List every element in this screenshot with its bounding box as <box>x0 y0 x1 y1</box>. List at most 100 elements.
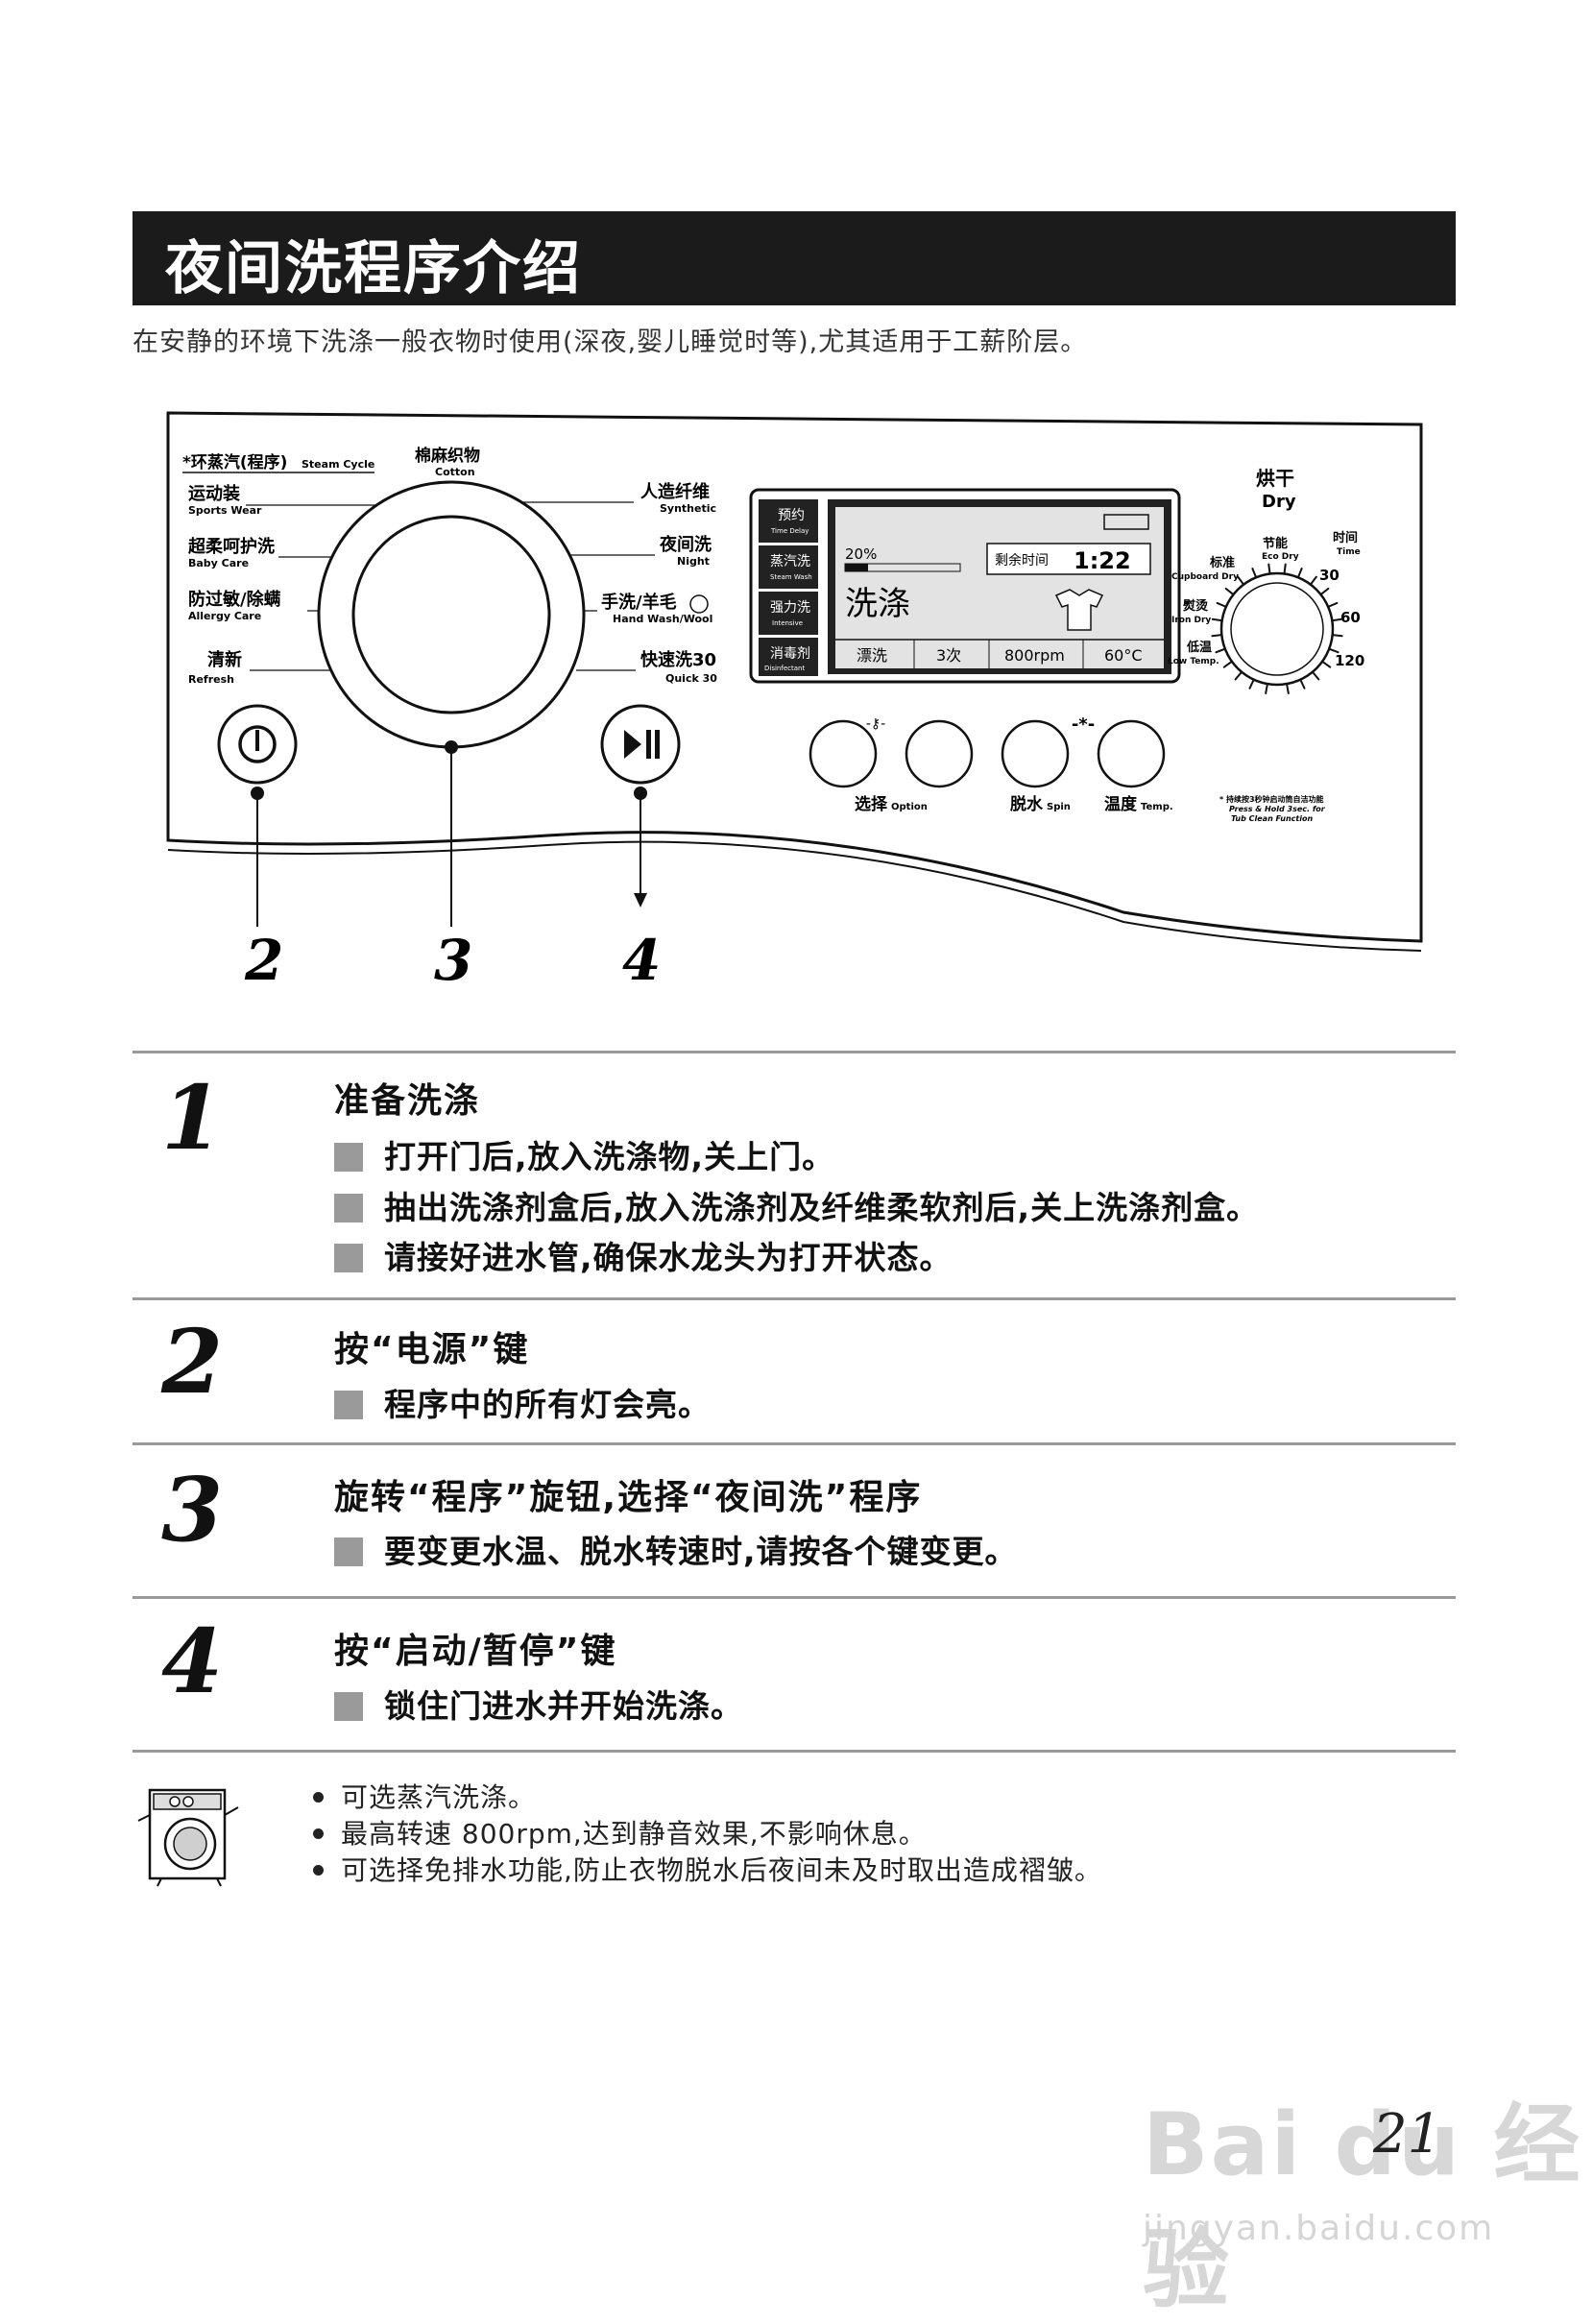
play-pause-icon <box>624 730 641 759</box>
title-bar <box>133 211 1456 305</box>
option-label-cn: 选择 <box>855 794 888 814</box>
dial-tick <box>1222 660 1233 668</box>
lcd-temperature: 60°C <box>1104 646 1143 665</box>
dial-tick <box>1321 660 1332 668</box>
lcd-status: 洗涤 <box>845 585 910 623</box>
step-1-title: 准备洗涤 <box>334 1081 481 1121</box>
note-1: 可选蒸汽洗涤。 <box>313 1777 536 1815</box>
divider <box>133 1297 1456 1300</box>
label-quick-en: Quick 30 <box>665 672 717 685</box>
program-dial-knob <box>351 515 551 714</box>
dry-eco-en: Eco Dry <box>1262 552 1299 562</box>
dial-tick <box>1251 568 1258 579</box>
lock-icon <box>1103 514 1149 530</box>
side-button-steam-wash: 蒸汽洗 <box>770 554 810 569</box>
label-sports-en: Sports Wear <box>188 504 262 517</box>
step-2-number: 2 <box>161 1310 224 1414</box>
dial-tick <box>1248 678 1255 690</box>
dry-iron-en: Iron Dry <box>1171 616 1211 625</box>
dry-dial <box>1219 571 1335 687</box>
divider <box>133 1442 1456 1445</box>
step-4-number: 4 <box>161 1610 224 1713</box>
dry-t120: 120 <box>1335 652 1364 669</box>
dry-cupboard-cn: 标准 <box>1209 555 1235 570</box>
temp-label-cn: 温度 <box>1104 794 1138 814</box>
dial-tick <box>1327 601 1339 608</box>
dry-t60: 60 <box>1340 609 1361 626</box>
side-button-disinfectant: 消毒剂 <box>770 646 810 662</box>
spin-button <box>1001 719 1070 788</box>
label-handwash-en: Hand Wash/Wool <box>613 613 712 625</box>
dial-tick <box>1328 647 1340 654</box>
option-label-en: Option <box>891 802 928 812</box>
step-2-title: 按“电源”键 <box>334 1330 530 1369</box>
lcd-progress-text: 20% <box>845 545 877 563</box>
dry-time-en: Time <box>1337 547 1361 557</box>
svg-text:Steam Wash: Steam Wash <box>770 573 812 581</box>
step-3-bullet-1: 要变更水温、脱水转速时,请按各个键变更。 <box>334 1526 1018 1572</box>
option-button-right <box>905 719 974 788</box>
step-3-number: 3 <box>161 1458 224 1561</box>
label-allergy-cn: 防过敏/除螨 <box>188 589 281 610</box>
label-cotton-en: Cotton <box>435 466 475 478</box>
display-side-buttons: 预约 Time Delay 蒸汽洗 Steam Wash 强力洗 Intensi… <box>759 499 818 676</box>
side-button-time-delay: 预约 <box>778 508 805 523</box>
divider <box>133 1596 1456 1599</box>
page-subtitle: 在安静的环境下洗涤一般衣物时使用(深夜,婴儿睡觉时等),尤其适用于工薪阶层。 <box>133 327 1088 357</box>
remaining-label: 剩余时间 <box>995 552 1049 569</box>
step-3-title: 旋转“程序”旋钮,选择“夜间洗”程序 <box>334 1478 923 1517</box>
dry-title-en: Dry <box>1262 492 1296 512</box>
divider <box>133 1750 1456 1753</box>
temp-button <box>1097 719 1166 788</box>
panel-outline-edge <box>167 840 1422 952</box>
callout-4: 4 <box>622 928 661 993</box>
shirt-icon <box>1054 589 1104 631</box>
lcd-rinse-label: 漂洗 <box>857 646 887 665</box>
dial-tick <box>1211 634 1223 638</box>
step-1-number: 1 <box>161 1066 224 1170</box>
power-icon <box>238 725 277 763</box>
label-steam-cycle-en: Steam Cycle <box>302 458 374 471</box>
temp-label-en: Temp. <box>1141 802 1173 812</box>
dry-low-cn: 低温 <box>1186 640 1212 655</box>
dial-tick <box>1215 647 1226 654</box>
spin-label-en: Spin <box>1047 802 1071 812</box>
step-4-title: 按“启动/暂停”键 <box>334 1632 617 1671</box>
dial-tick <box>1211 617 1223 622</box>
child-lock-icon: -⚷- <box>866 716 885 732</box>
step-4-bullet-1: 锁住门进水并开始洗涤。 <box>334 1681 743 1727</box>
svg-text:Intensive: Intensive <box>772 619 803 627</box>
dry-title-cn: 烘干 <box>1256 467 1294 490</box>
label-refresh-en: Refresh <box>188 673 234 686</box>
callout-2: 2 <box>244 928 283 993</box>
dial-tick <box>1283 563 1287 575</box>
tub-clean-note-3: Tub Clean Function <box>1231 814 1313 823</box>
step-1-bullet-3: 请接好进水管,确保水龙头为打开状态。 <box>334 1232 953 1278</box>
page-number: 21 <box>1373 2103 1442 2166</box>
step-2-bullet-1: 程序中的所有灯会亮。 <box>334 1379 711 1425</box>
lcd-screen <box>835 507 1164 668</box>
dry-t30: 30 <box>1319 567 1340 584</box>
dial-tick <box>1331 634 1343 638</box>
dial-tick <box>1237 575 1245 586</box>
dry-cupboard-en: Cupboard Dry <box>1171 572 1239 582</box>
lcd-spin-speed: 800rpm <box>1004 646 1065 665</box>
label-night-en: Night <box>677 555 710 568</box>
spin-label-cn: 脱水 <box>1010 794 1044 814</box>
dry-low-en: Low Temp. <box>1168 657 1219 666</box>
step-1-bullet-2: 抽出洗涤剂盒后,放入洗涤剂及纤维柔软剂后,关上洗涤剂盒。 <box>334 1182 1259 1228</box>
dial-tick <box>1309 575 1317 586</box>
step-1-bullet-1: 打开门后,放入洗涤物,关上门。 <box>334 1131 834 1177</box>
remaining-box <box>986 543 1151 575</box>
remaining-time: 1:22 <box>1074 547 1131 574</box>
baidu-watermark: Bai du 经验 <box>1143 2094 1582 2320</box>
dial-tick <box>1319 587 1330 596</box>
washing-machine-mascot-icon <box>137 1788 239 1887</box>
lcd-rinse-count: 3次 <box>936 646 961 665</box>
callout-3: 3 <box>434 928 472 993</box>
label-refresh-cn: 清新 <box>207 649 242 670</box>
dry-eco-cn: 节能 <box>1263 536 1288 551</box>
divider <box>133 1051 1456 1053</box>
dial-tick <box>1286 683 1290 694</box>
dial-tick <box>1296 568 1303 579</box>
